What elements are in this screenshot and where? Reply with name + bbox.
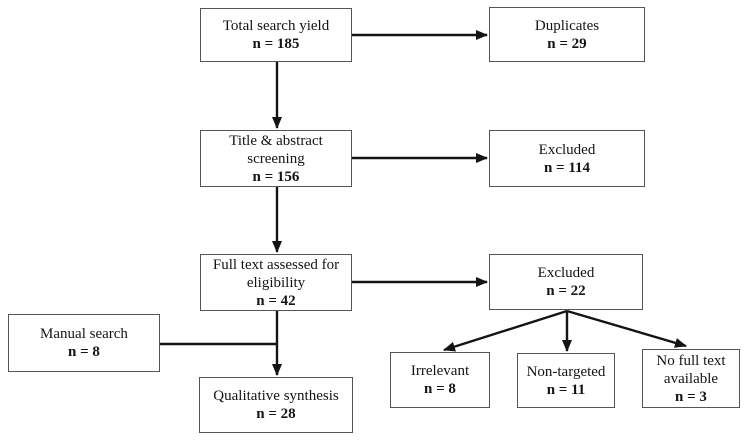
node-count: n = 42 (256, 292, 296, 309)
node-excluded-fulltext: Excluded n = 22 (489, 254, 643, 310)
node-irrelevant: Irrelevant n = 8 (390, 352, 490, 408)
node-fulltext-eligibility: Full text assessed for eligibility n = 4… (200, 254, 352, 311)
node-label: Duplicates (534, 17, 600, 34)
node-no-full-text: No full text available n = 3 (642, 349, 740, 408)
node-count: n = 8 (424, 381, 456, 397)
node-title-abstract-screening: Title & abstract screening n = 156 (200, 130, 352, 187)
node-duplicates: Duplicates n = 29 (489, 7, 645, 62)
node-label: Total search yield (222, 18, 330, 34)
node-count: n = 114 (543, 159, 591, 176)
node-label: No full text available (656, 352, 726, 387)
node-count: n = 156 (252, 168, 300, 185)
node-total-search-yield: Total search yield n = 185 (200, 8, 352, 62)
arrow-excluded-to-nofulltext (566, 309, 687, 348)
node-label: Excluded (538, 141, 596, 158)
node-count: n = 8 (68, 344, 100, 360)
node-label: Excluded (537, 265, 595, 281)
node-label: Irrelevant (410, 363, 470, 379)
node-count: n = 29 (547, 35, 587, 52)
node-label: Non-targeted (526, 363, 606, 380)
node-count: n = 22 (546, 283, 586, 299)
node-label: Qualitative synthesis (213, 388, 339, 404)
node-label: Full text assessed for eligibility (212, 256, 340, 291)
node-non-targeted: Non-targeted n = 11 (517, 353, 615, 408)
node-label: Manual search (40, 326, 128, 342)
node-count: n = 185 (252, 36, 300, 52)
arrow-excluded-to-irrelevant (443, 309, 568, 352)
node-qualitative-synthesis: Qualitative synthesis n = 28 (199, 377, 353, 433)
node-count: n = 11 (546, 381, 586, 398)
node-label: Title & abstract screening (229, 132, 323, 167)
node-excluded-screening: Excluded n = 114 (489, 130, 645, 187)
node-count: n = 3 (675, 388, 707, 405)
node-manual-search: Manual search n = 8 (8, 314, 160, 372)
node-count: n = 28 (256, 406, 296, 422)
